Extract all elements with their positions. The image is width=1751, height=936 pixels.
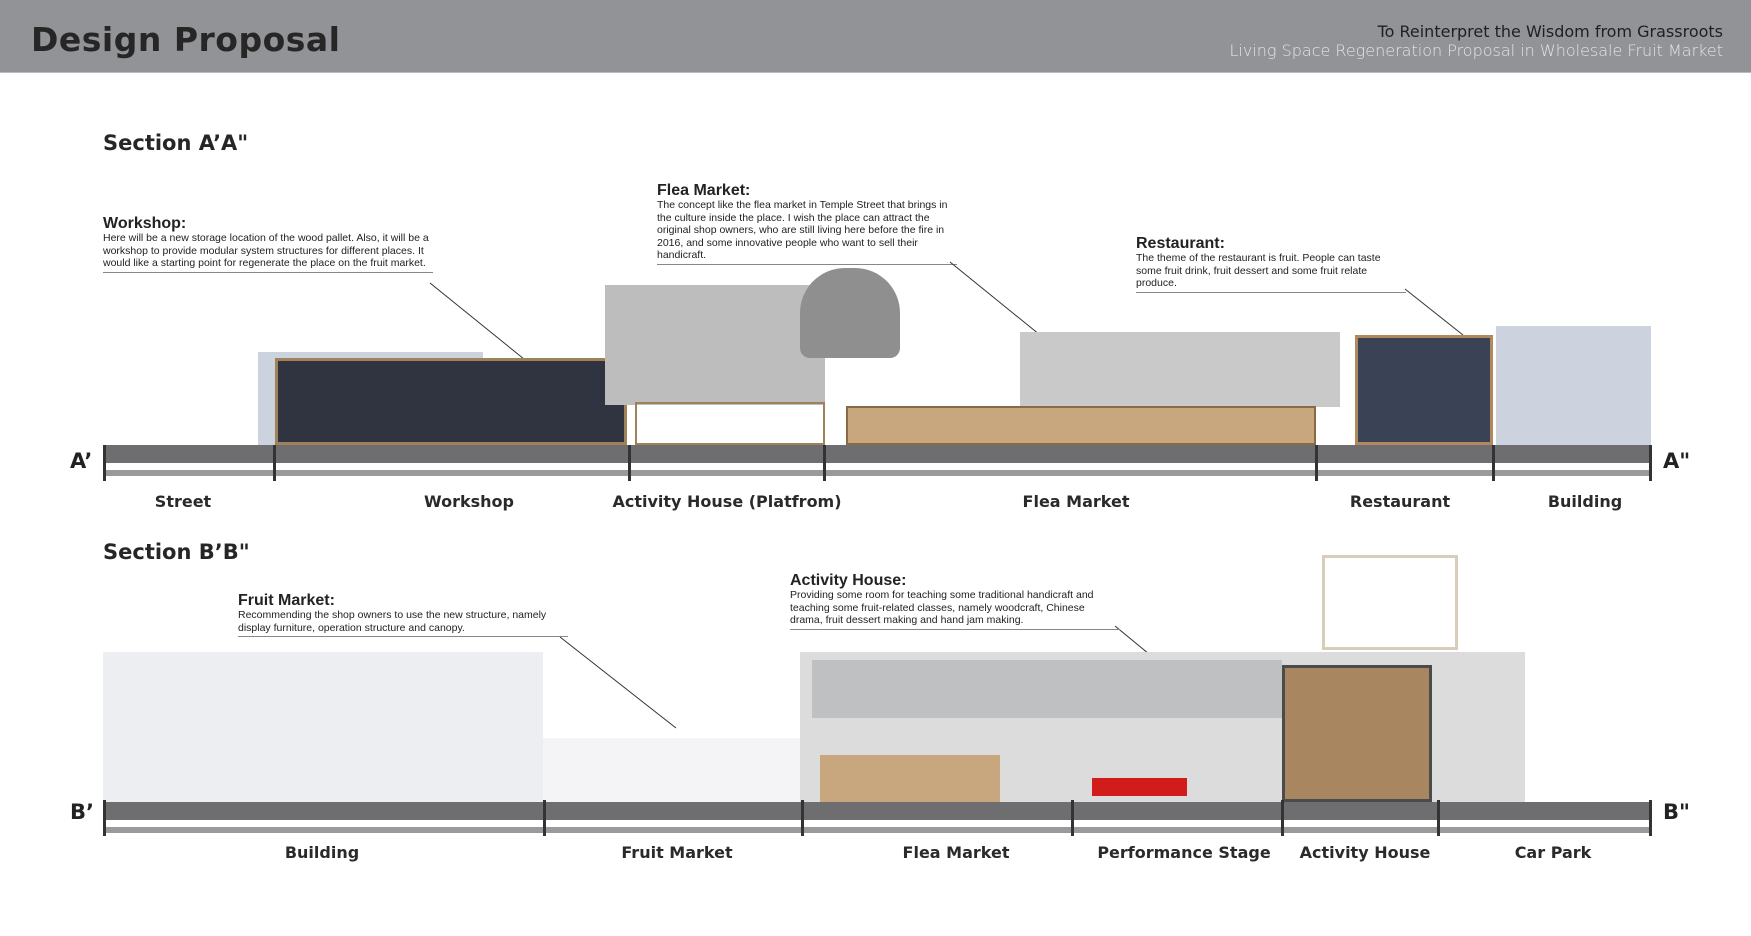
market-stalls (820, 755, 1000, 802)
zone-divider (1071, 800, 1074, 836)
project-title: To Reinterpret the Wisdom from Grassroot… (1377, 22, 1723, 41)
ground-line-a (104, 445, 1651, 463)
annotation-workshop: Workshop: Here will be a new storage loc… (103, 215, 433, 273)
zone-divider (273, 445, 276, 481)
zone-label: Activity House (1299, 843, 1431, 862)
zone-divider (1649, 800, 1652, 836)
zone-label: Performance Stage (1097, 843, 1271, 862)
annotation-text: The theme of the restaurant is fruit. Pe… (1136, 252, 1381, 289)
zone-divider (801, 800, 804, 836)
section-a-title: Section A’A" (103, 131, 249, 155)
annotation-activity-house: Activity House: Providing some room for … (790, 572, 1120, 630)
zone-label: Building (1547, 492, 1623, 511)
zone-label: Flea Market (1022, 492, 1130, 511)
zone-divider (1437, 800, 1440, 836)
page-title: Design Proposal (31, 20, 341, 59)
annotation-fruit-market: Fruit Market: Recommending the shop owne… (238, 592, 568, 637)
fruit-market-canopy (543, 738, 802, 802)
project-subtitle: Living Space Regeneration Proposal in Wh… (1229, 41, 1723, 60)
building-elevation (1496, 326, 1651, 445)
upper-windows (812, 660, 1282, 718)
zone-divider (103, 445, 106, 481)
annotation-flea-market: Flea Market: The concept like the flea m… (657, 182, 957, 265)
workshop-structure (275, 358, 627, 445)
annotation-text: Providing some room for teaching some tr… (790, 589, 1094, 626)
restaurant-building (1355, 335, 1493, 445)
scaffold-structure (1322, 555, 1458, 650)
annotation-text: The concept like the flea market in Temp… (657, 199, 948, 261)
annotation-heading: Fruit Market: (238, 592, 335, 609)
header-bar: Design Proposal To Reinterpret the Wisdo… (0, 0, 1751, 73)
section-b-marker-left: B’ (70, 800, 94, 824)
annotation-heading: Flea Market: (657, 182, 751, 199)
ground-base-a (104, 470, 1651, 476)
zone-divider (628, 445, 631, 481)
section-b-title: Section B’B" (103, 540, 250, 564)
annotation-text: Here will be a new storage location of t… (103, 232, 429, 269)
ground-line-b (104, 802, 1651, 820)
building-elevation-b (103, 652, 543, 802)
annotation-heading: Activity House: (790, 572, 907, 589)
performance-stage (1092, 778, 1187, 796)
zone-label: Activity House (Platfrom) (612, 492, 842, 511)
zone-divider (1281, 800, 1284, 836)
tree-icon (800, 268, 900, 358)
background-shophouses (1020, 332, 1340, 407)
annotation-restaurant: Restaurant: The theme of the restaurant … (1136, 235, 1406, 293)
zone-label: Flea Market (902, 843, 1010, 862)
activity-house-building (605, 285, 825, 405)
ground-base-b (104, 827, 1651, 833)
annotation-heading: Restaurant: (1136, 235, 1225, 252)
zone-label: Fruit Market (621, 843, 733, 862)
platform-structure (635, 402, 825, 445)
zone-divider (1315, 445, 1318, 481)
zone-divider (823, 445, 826, 481)
zone-label: Workshop (424, 492, 514, 511)
zone-label: Street (154, 492, 212, 511)
activity-house-rooms (1282, 665, 1432, 802)
zone-divider (103, 800, 106, 836)
zone-label: Car Park (1514, 843, 1592, 862)
section-b-marker-right: B" (1663, 800, 1690, 824)
section-a-marker-left: A’ (70, 449, 93, 473)
annotation-heading: Workshop: (103, 215, 187, 232)
zone-divider (1492, 445, 1495, 481)
zone-label: Restaurant (1349, 492, 1451, 511)
section-a-marker-right: A" (1663, 449, 1691, 473)
zone-divider (1649, 445, 1652, 481)
zone-label: Building (284, 843, 360, 862)
annotation-text: Recommending the shop owners to use the … (238, 609, 547, 634)
flea-market-stalls (846, 406, 1316, 445)
zone-divider (543, 800, 546, 836)
